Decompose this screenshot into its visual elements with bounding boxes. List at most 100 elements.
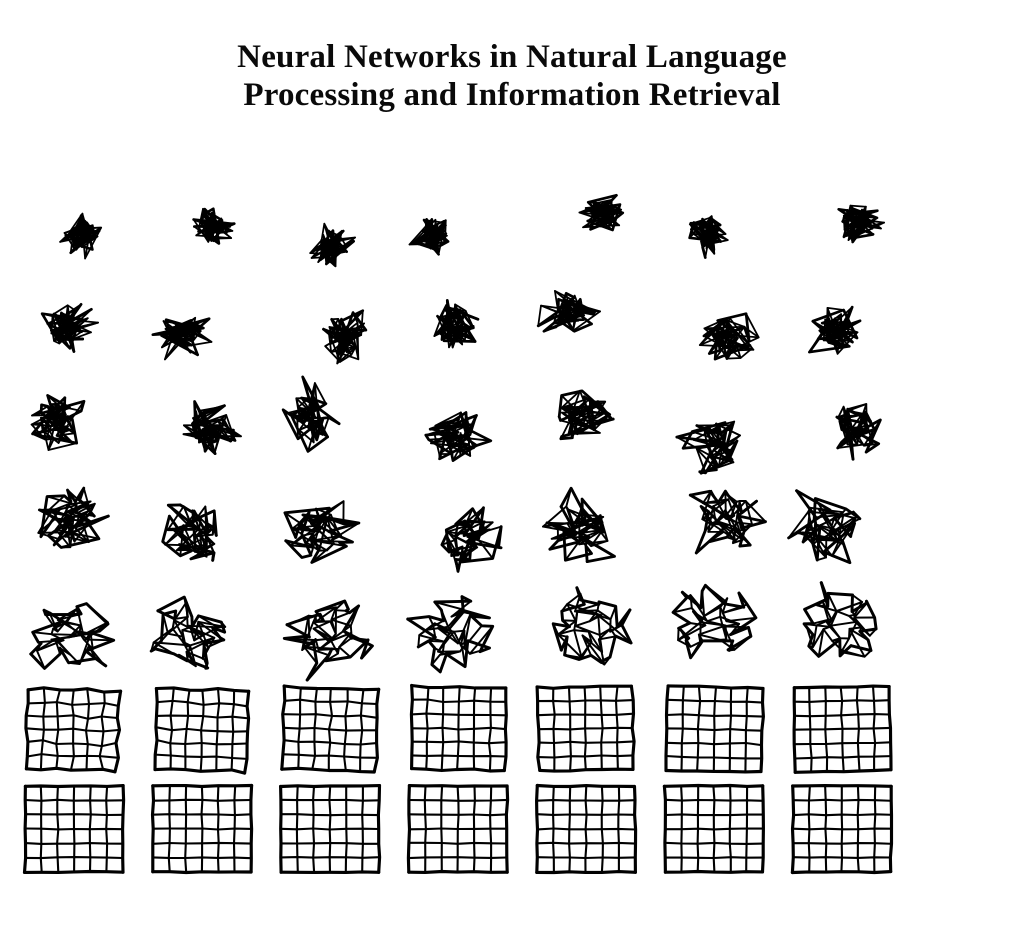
mesh-line — [719, 597, 734, 642]
som-snapshot-r5-c3 — [282, 599, 374, 682]
mesh-line — [726, 591, 758, 652]
mesh-line — [728, 784, 732, 874]
mesh-line — [121, 784, 126, 874]
mesh-line — [842, 601, 871, 658]
som-snapshot-r7-c7 — [790, 784, 894, 875]
som-snapshot-r4-c1 — [37, 486, 110, 549]
som-snapshot-r5-c5 — [551, 586, 633, 666]
mesh-line — [330, 600, 370, 641]
mesh-line — [712, 784, 716, 874]
mesh-line — [344, 784, 348, 874]
mesh-line — [202, 428, 235, 455]
som-snapshot-r1-c7 — [837, 204, 885, 244]
mesh-line — [445, 528, 471, 561]
mesh-line — [406, 784, 412, 874]
mesh-line — [30, 405, 65, 441]
mesh-line — [69, 689, 75, 772]
som-snapshot-r3-c7 — [835, 403, 882, 461]
som-row-1 — [59, 193, 885, 268]
som-snapshot-r6-c4 — [409, 683, 508, 773]
mesh-line — [721, 606, 745, 652]
mesh-line — [437, 309, 464, 349]
mesh-line — [343, 687, 349, 772]
mesh-line — [296, 399, 319, 440]
mesh-line — [205, 212, 224, 240]
title-line-1: Neural Networks in Natural Language — [237, 39, 787, 75]
mesh-line — [329, 321, 363, 347]
mesh-line — [45, 408, 78, 451]
mesh-line — [856, 784, 860, 873]
mesh-line — [82, 602, 109, 660]
mesh-line — [39, 784, 43, 874]
mesh-line — [55, 612, 83, 657]
mesh-line — [67, 605, 92, 665]
mesh-line — [700, 217, 723, 259]
som-snapshot-r3-c4 — [424, 411, 493, 462]
mesh-line — [315, 606, 352, 658]
mesh-line — [189, 522, 218, 562]
som-snapshot-r6-c7 — [792, 684, 893, 774]
mesh-line — [849, 599, 878, 653]
mesh-line — [829, 594, 864, 642]
mesh-line — [45, 402, 76, 437]
mesh-line — [614, 685, 619, 771]
som-snapshot-r3-c2 — [182, 400, 242, 455]
mesh-line — [24, 688, 30, 771]
mesh-line — [409, 683, 414, 771]
mesh-line — [361, 784, 364, 873]
som-figure-canvas — [22, 193, 894, 875]
mesh-line — [583, 686, 587, 771]
mesh-line — [840, 784, 844, 873]
som-snapshot-r4-c3 — [283, 500, 361, 564]
som-snapshot-r5-c1 — [29, 602, 116, 670]
mesh-line — [310, 500, 348, 548]
som-snapshot-r5-c7 — [802, 581, 878, 658]
mesh-line — [31, 403, 69, 436]
mesh-line — [72, 785, 76, 873]
mesh-line — [759, 686, 765, 774]
mesh-line — [59, 212, 98, 247]
mesh-line — [194, 405, 224, 445]
mesh-line — [440, 686, 445, 772]
mesh-line — [460, 595, 495, 654]
mesh-line — [199, 214, 236, 243]
mesh-line — [51, 304, 76, 345]
mesh-line — [178, 624, 204, 668]
mesh-line — [563, 603, 603, 659]
mesh-line — [617, 785, 621, 873]
mesh-line — [855, 685, 861, 773]
mesh-line — [282, 397, 317, 424]
som-snapshot-r3-c3 — [281, 375, 341, 453]
mesh-line — [88, 784, 92, 873]
mesh-line — [243, 689, 251, 775]
mesh-line — [887, 685, 893, 772]
mesh-line — [504, 784, 510, 874]
mesh-line — [359, 688, 365, 773]
mesh-line — [805, 506, 821, 546]
mesh-line — [327, 687, 334, 772]
som-row-3 — [30, 375, 882, 475]
mesh-line — [802, 581, 829, 637]
mesh-line — [629, 684, 636, 771]
mesh-line — [307, 406, 328, 453]
mesh-line — [153, 647, 210, 670]
som-snapshot-r2-c2 — [151, 316, 213, 361]
mesh-line — [280, 684, 287, 771]
mesh-line — [828, 516, 861, 564]
mesh-line — [456, 785, 460, 874]
mesh-line — [29, 608, 65, 656]
mesh-line — [808, 686, 813, 773]
mesh-line — [372, 687, 381, 774]
mesh-line — [37, 508, 75, 547]
som-snapshot-r7-c2 — [150, 783, 254, 875]
mesh-line — [671, 590, 692, 640]
mesh-line — [846, 403, 871, 434]
mesh-line — [113, 689, 123, 774]
mesh-line — [575, 586, 632, 629]
mesh-line — [700, 424, 735, 475]
mesh-line — [465, 507, 503, 541]
mesh-line — [716, 319, 755, 360]
mesh-line — [662, 784, 667, 874]
som-snapshot-r7-c5 — [535, 783, 638, 875]
mesh-line — [73, 214, 94, 251]
